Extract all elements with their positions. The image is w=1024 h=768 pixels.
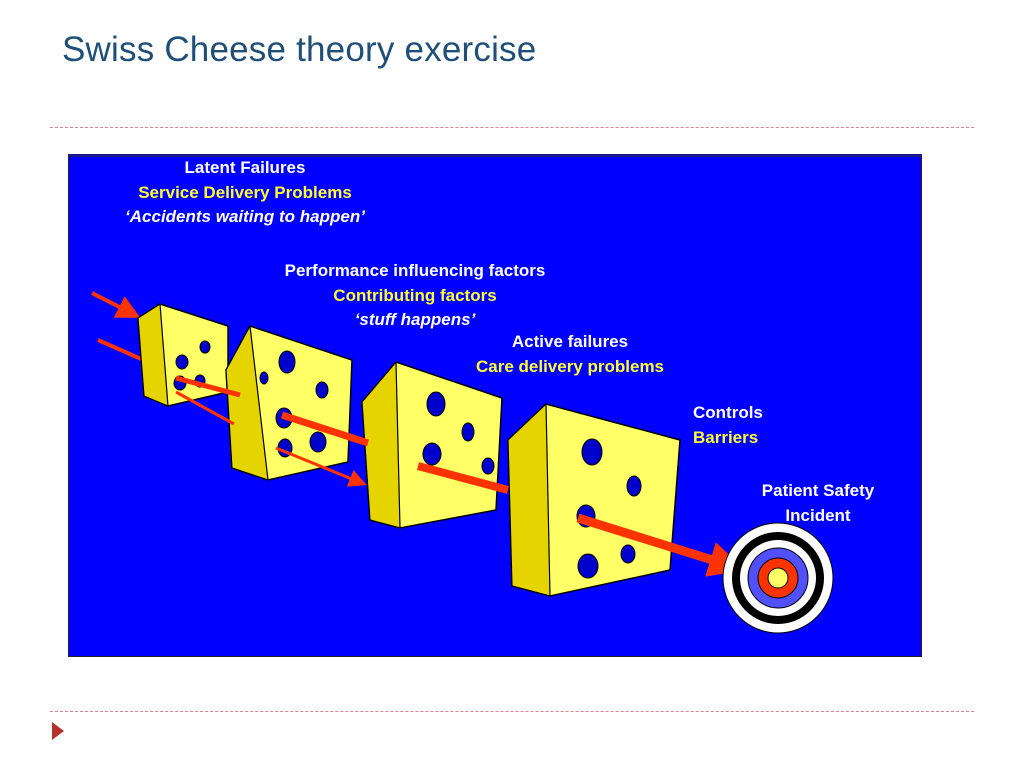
- target-icon: [722, 522, 834, 634]
- cheese-slice-1: [137, 302, 229, 407]
- barriers-text: Barriers: [693, 427, 759, 447]
- bullet-arrow-icon: [52, 722, 64, 740]
- path-arrow-2: [175, 390, 235, 426]
- path-arrow-5: [416, 462, 510, 494]
- active-failures-title: Active failures: [511, 332, 629, 351]
- controls-title: Controls: [693, 403, 763, 422]
- incoming-arrow-1: [91, 291, 141, 318]
- cheese-slice-3: [361, 360, 503, 529]
- top-divider: [50, 127, 974, 128]
- slide-title: Swiss Cheese theory exercise: [62, 30, 537, 69]
- latent-failures-label: Latent Failures Service Delivery Problem…: [82, 156, 408, 230]
- path-arrow-4: [275, 446, 367, 487]
- latent-failures-title: Latent Failures: [184, 158, 306, 177]
- path-arrow-1: [175, 375, 241, 398]
- path-arrow-6: [576, 513, 745, 577]
- incoming-arrow-2: [97, 338, 149, 364]
- cheese-slice-4: [507, 402, 681, 597]
- patient-safety-incident-label: Patient Safety Incident: [728, 479, 908, 528]
- incident-text: Incident: [785, 505, 851, 525]
- stuff-happens-text: ‘stuff happens’: [354, 310, 476, 329]
- cheese-slice-2: [225, 324, 353, 481]
- performance-factors-title: Performance influencing factors: [284, 261, 546, 280]
- bottom-divider: [50, 711, 974, 712]
- contributing-factors: Contributing factors: [333, 285, 497, 305]
- accidents-waiting-text: ‘Accidents waiting to happen’: [125, 207, 365, 226]
- service-delivery-problems: Service Delivery Problems: [138, 182, 352, 202]
- active-failures-label: Active failures Care delivery problems: [440, 330, 700, 379]
- path-arrow-3: [280, 411, 370, 447]
- patient-safety-text: Patient Safety: [761, 481, 875, 500]
- care-delivery-problems: Care delivery problems: [475, 356, 665, 376]
- performance-factors-label: Performance influencing factors Contribu…: [240, 259, 590, 333]
- controls-label: Controls Barriers: [693, 401, 763, 450]
